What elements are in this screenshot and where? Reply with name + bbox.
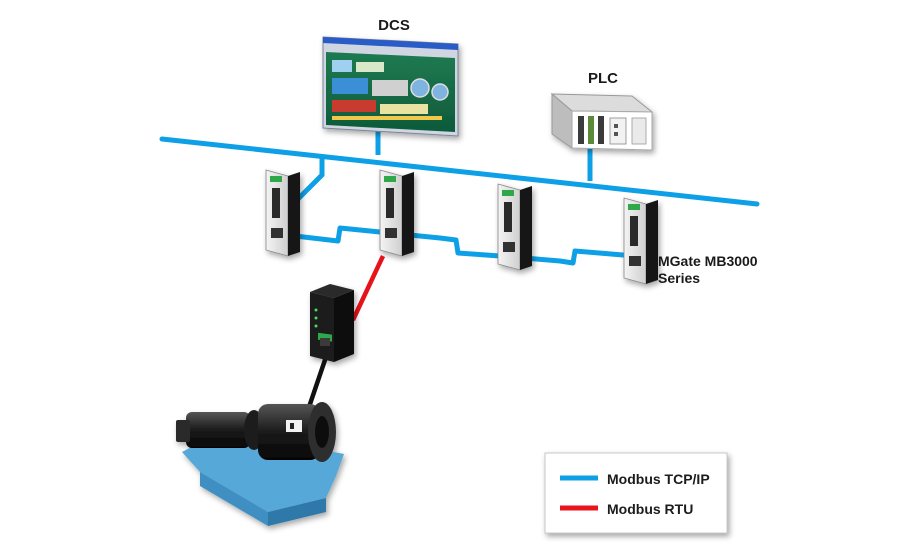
- legend: Modbus TCP/IP Modbus RTU: [544, 452, 728, 534]
- tcp-backbone: [159, 127, 760, 266]
- rtu-link: [350, 255, 386, 321]
- gateway-device-icon: [623, 197, 658, 285]
- tcp-daisy-chain: [277, 225, 636, 266]
- gateway-device-icon: [265, 169, 300, 257]
- gateway-device-icon: [497, 183, 532, 271]
- motor-machine-icon: [176, 402, 344, 526]
- dcs-monitor-icon: [322, 36, 459, 137]
- plc-label: PLC: [588, 70, 618, 87]
- gateway-label-line2: Series: [658, 270, 700, 286]
- tcp-main-bus: [159, 136, 760, 207]
- gateway-device-icon: [379, 169, 414, 257]
- dcs-label: DCS: [378, 17, 410, 34]
- plc-rack-icon: [550, 92, 654, 151]
- legend-label-rtu: Modbus RTU: [607, 501, 693, 517]
- legend-label-tcp: Modbus TCP/IP: [607, 471, 710, 487]
- serial-cable: [305, 356, 329, 411]
- serial-io-device-icon: [310, 284, 354, 362]
- legend-box: [544, 452, 728, 534]
- tcp-link-gw1: [291, 156, 325, 206]
- gateway-label-line1: MGate MB3000: [658, 253, 758, 269]
